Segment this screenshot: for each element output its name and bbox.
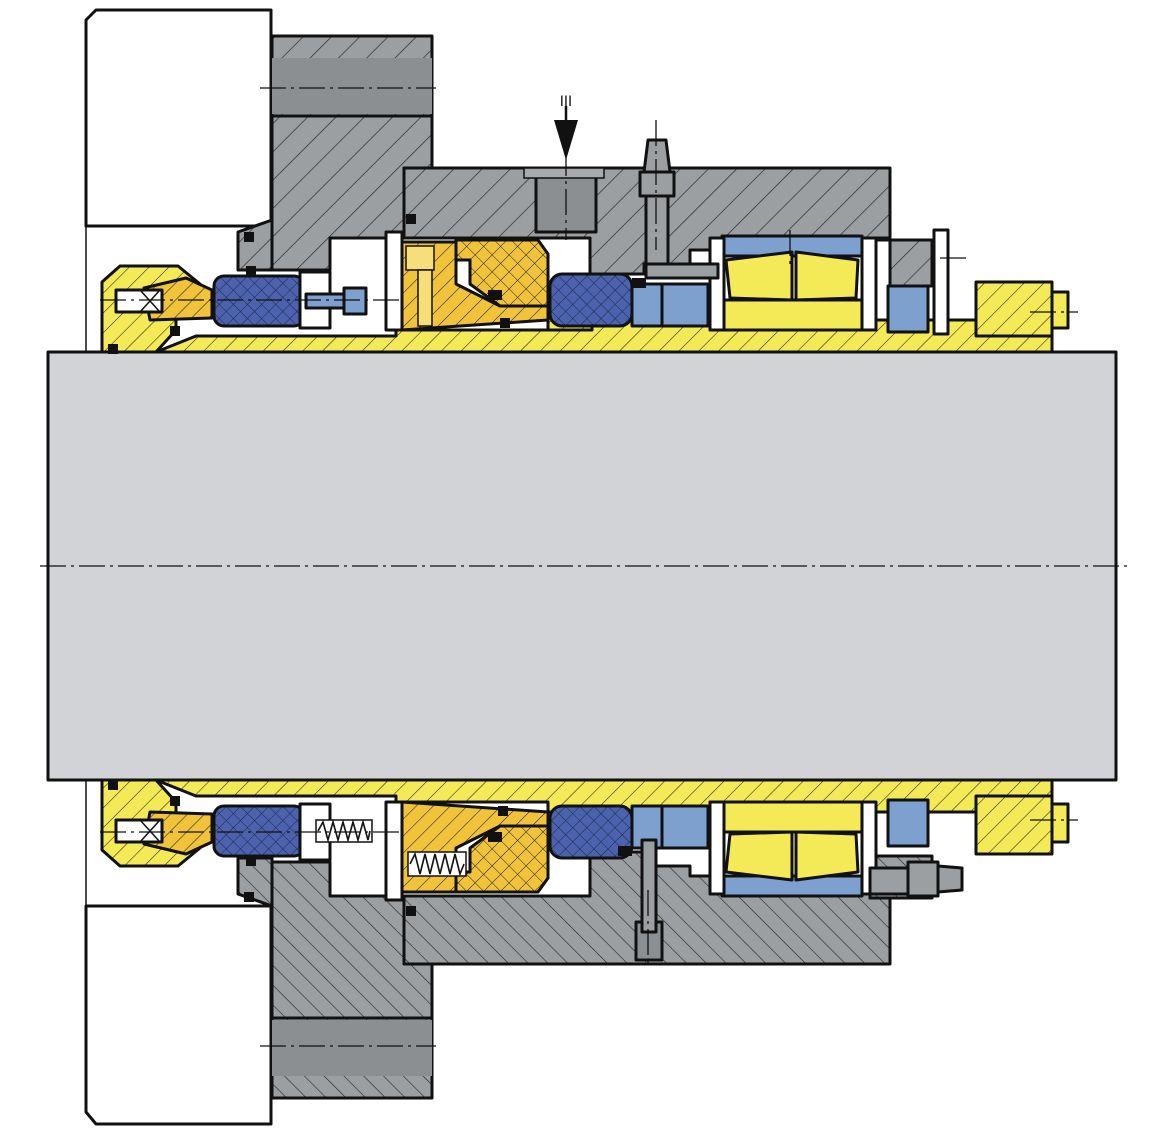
flush-port-label: III [560,94,572,110]
left-flange-outline [84,8,273,1126]
retaining-bolt-top [304,286,368,316]
stationary-seats [630,282,930,850]
drive-collar-left [100,264,214,868]
carbon-ring-right [548,272,634,860]
o-rings [108,214,646,916]
spherical-roller-bearing-bottom [708,800,878,898]
center-lines [40,87,1128,1047]
grease-nipple-top [638,138,720,280]
flush-port-arrow [554,106,578,160]
spring-bottom [315,819,467,877]
grease-nipple-bottom [640,838,964,934]
locking-collar [974,280,1070,856]
carbon-ring-left [212,274,306,858]
spherical-roller-bearing-top [708,234,878,332]
spring-holder [400,238,550,894]
lock-washer [932,228,950,336]
